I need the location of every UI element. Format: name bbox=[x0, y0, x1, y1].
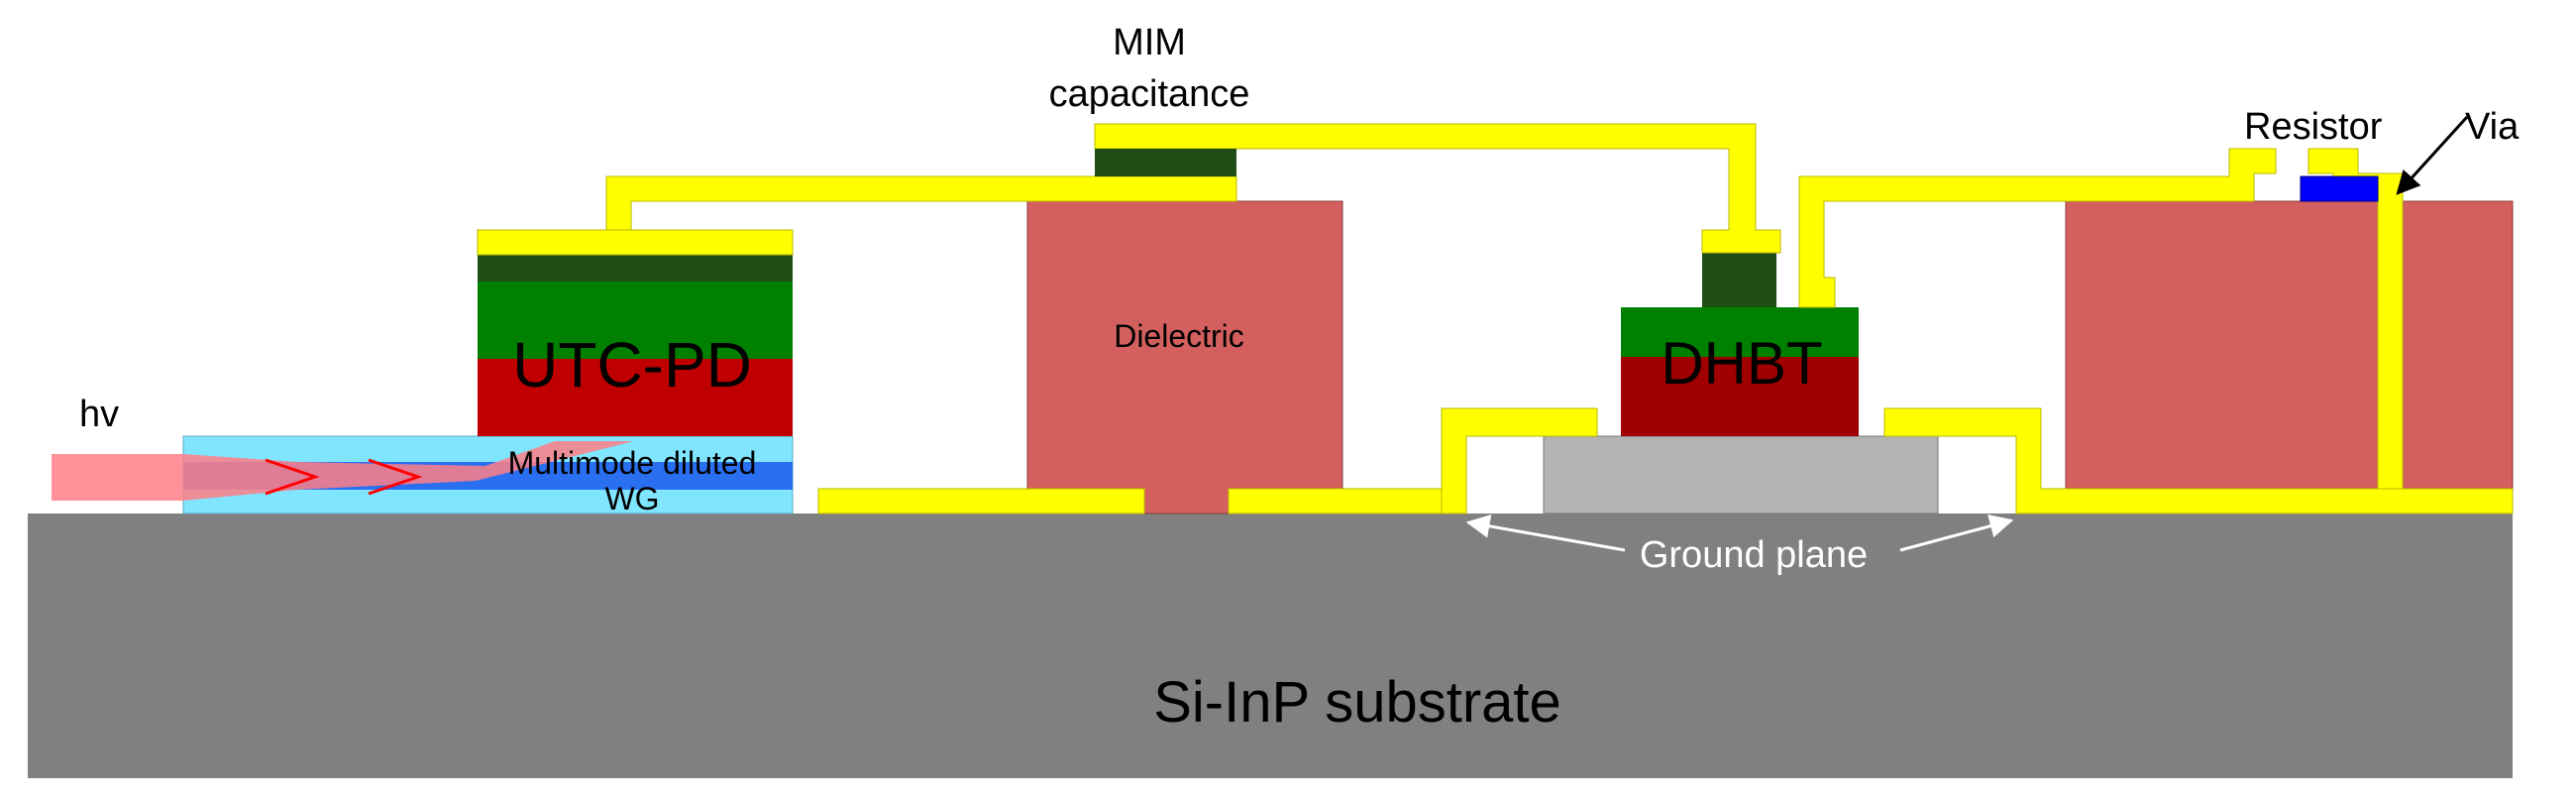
dhbt-stack bbox=[1621, 253, 1859, 436]
mim-label-line1: MIM bbox=[1113, 22, 1186, 63]
via-label: Via bbox=[2465, 106, 2520, 148]
substrate-label: Si-InP substrate bbox=[1153, 670, 1561, 735]
via-arrow bbox=[2396, 115, 2469, 195]
dielectric-label: Dielectric bbox=[1114, 318, 1244, 354]
resistor-label: Resistor bbox=[2244, 106, 2383, 148]
ground-plane-arrow-left bbox=[1465, 514, 1626, 552]
utc-pd-label: UTC-PD bbox=[512, 329, 752, 400]
mim-label-line2: capacitance bbox=[1049, 73, 1250, 115]
ground-plane-label: Ground plane bbox=[1640, 534, 1868, 576]
utc-pd-stack bbox=[477, 229, 794, 436]
waveguide-label-line1: Multimode diluted bbox=[508, 445, 757, 481]
dhbt-label: DHBT bbox=[1661, 330, 1822, 397]
waveguide-label-line2: WG bbox=[604, 481, 659, 516]
ground-plane-block bbox=[1543, 435, 1939, 514]
substrate bbox=[28, 514, 2513, 778]
metal-bottom-traces bbox=[817, 407, 2514, 514]
beam-chevrons bbox=[265, 458, 423, 496]
hv-label: hv bbox=[79, 394, 119, 435]
right-dielectric-block bbox=[2065, 200, 2514, 490]
dielectric-block bbox=[1026, 200, 1343, 514]
mim-dielectric bbox=[1095, 149, 1236, 176]
resistor bbox=[2300, 175, 2379, 202]
metal-top-interconnect bbox=[605, 123, 2404, 490]
ground-plane-arrow-right bbox=[1899, 514, 2014, 552]
light-beam bbox=[52, 441, 634, 501]
